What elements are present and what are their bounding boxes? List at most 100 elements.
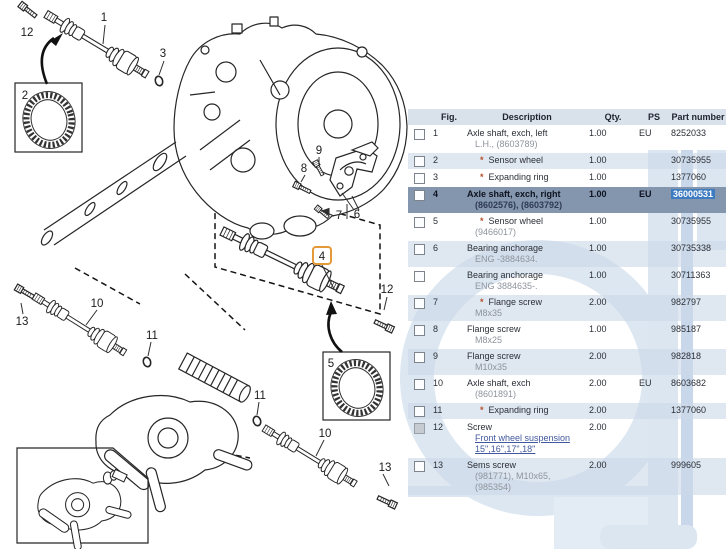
row-checkbox[interactable]	[414, 298, 425, 309]
ps-flag	[638, 420, 670, 457]
part-scope-link[interactable]: Front wheel suspension 15",16",17",18"	[475, 433, 571, 454]
part-description-detail: (9466017)	[475, 227, 517, 237]
figure-label: 10	[91, 298, 104, 310]
table-row: 13 Sems screw(981771), M10x65, (985354) …	[408, 458, 726, 495]
fig-number	[432, 268, 466, 294]
part-description-detail: L.H., (8603789)	[475, 139, 538, 149]
fig-number: 1	[433, 128, 439, 138]
figure-label: 7	[336, 210, 342, 222]
fig-number: 8	[433, 324, 439, 334]
quantity: 1.00	[589, 270, 607, 280]
table-row: 10 Axle shaft, exch(8601891) 2.00 EU 860…	[408, 376, 726, 402]
sub-item-bullet: *	[480, 216, 484, 226]
ps-flag	[638, 322, 670, 348]
ps-flag	[638, 268, 670, 294]
row-checkbox[interactable]	[414, 244, 425, 255]
row-checkbox[interactable]	[414, 190, 425, 201]
table-row: 5 *Sensor wheel(9466017) 1.00 30735955	[408, 214, 726, 240]
figure-label: 2	[22, 90, 28, 102]
part-number: 8603682	[671, 378, 707, 388]
part-description-detail: M8x25	[475, 335, 503, 345]
header-description: Description	[466, 109, 588, 125]
figure-label: 11	[254, 390, 266, 402]
row-checkbox[interactable]	[414, 461, 425, 472]
fig-number: 9	[432, 349, 466, 375]
header-ps: PS	[638, 109, 670, 125]
sub-item-bullet: *	[480, 297, 484, 307]
table-row: 11 *Expanding ring 2.00 1377060	[408, 403, 726, 419]
fig-number: 10	[433, 378, 444, 388]
label-leader-lines	[20, 24, 390, 487]
row-checkbox[interactable]	[414, 406, 425, 417]
quantity: 1.00	[589, 172, 607, 182]
figure-label: 3	[160, 48, 166, 60]
ps-flag	[638, 295, 670, 321]
quantity: 2.00	[588, 349, 638, 375]
figure-label: 12	[21, 27, 34, 39]
figure-label-4-selected: 4	[319, 251, 326, 263]
part-number: 999605	[670, 458, 726, 495]
ps-flag: EU	[638, 187, 670, 213]
fig-number: 7	[432, 295, 466, 321]
sub-item-bullet: *	[480, 155, 484, 165]
ps-flag	[638, 241, 670, 267]
part-number: 8252033	[671, 128, 707, 138]
fig-number: 5	[433, 216, 439, 226]
row-checkbox[interactable]	[414, 156, 425, 167]
sub-item-bullet: *	[480, 172, 484, 182]
fig-number: 4	[432, 187, 466, 213]
quantity: 1.00	[588, 153, 638, 169]
figure-label: 6	[354, 209, 360, 221]
row-checkbox[interactable]	[414, 217, 425, 228]
row-checkbox[interactable]	[414, 379, 425, 390]
differential-illustration	[95, 352, 253, 513]
header-part-number: Part number	[670, 109, 726, 125]
part-description: Axle shaft, exch, left	[467, 128, 548, 138]
part-number: 30735955	[670, 153, 726, 169]
bearing-anchorage-illustration	[329, 141, 379, 197]
part-number: 30735955	[671, 216, 712, 226]
quantity: 1.00	[588, 241, 638, 267]
inset-pointer-arrows	[40, 33, 343, 353]
part-description: Axle shaft, exch, right	[467, 189, 561, 199]
row-checkbox[interactable]	[414, 325, 425, 336]
selected-part-number[interactable]: 36000531	[671, 189, 716, 199]
figure-label: 1	[101, 12, 107, 24]
row-checkbox[interactable]	[414, 173, 425, 184]
ps-flag: EU	[639, 378, 652, 388]
header-checkbox-column	[408, 109, 432, 125]
table-row-selected: 4 Axle shaft, exch, right(8602576), (860…	[408, 187, 726, 213]
ps-flag	[638, 153, 670, 169]
figure-label: 12	[381, 284, 394, 296]
ps-flag	[638, 458, 670, 495]
quantity: 2.00	[589, 378, 607, 388]
differential-inset-box	[16, 447, 149, 549]
fig-number: 12	[433, 422, 444, 432]
part-number: 1377060	[670, 403, 726, 419]
fig-number: 3	[433, 172, 439, 182]
part-description: Bearing anchorage	[467, 243, 544, 253]
part-description: Expanding ring	[488, 172, 549, 182]
row-checkbox-disabled	[414, 423, 425, 434]
part-description-detail: (981771), M10x65, (985354)	[475, 471, 551, 492]
part-description-detail: ENG 3884635-.	[475, 281, 538, 291]
table-header-row: Fig. Description Qty. PS Part number	[408, 109, 726, 125]
part-number: 985187	[671, 324, 702, 334]
row-checkbox[interactable]	[414, 271, 425, 282]
quantity: 1.00	[589, 128, 607, 138]
ps-flag	[638, 170, 670, 186]
fig-number: 2	[432, 153, 466, 169]
transmission-illustration	[40, 16, 408, 246]
row-checkbox[interactable]	[414, 352, 425, 363]
figure-label: 9	[316, 145, 322, 157]
row-checkbox[interactable]	[414, 129, 425, 140]
fig-number: 13	[432, 458, 466, 495]
fig-number: 11	[432, 403, 466, 419]
part-description: Flange screw	[467, 324, 521, 334]
part-description: Axle shaft, exch	[467, 378, 531, 388]
